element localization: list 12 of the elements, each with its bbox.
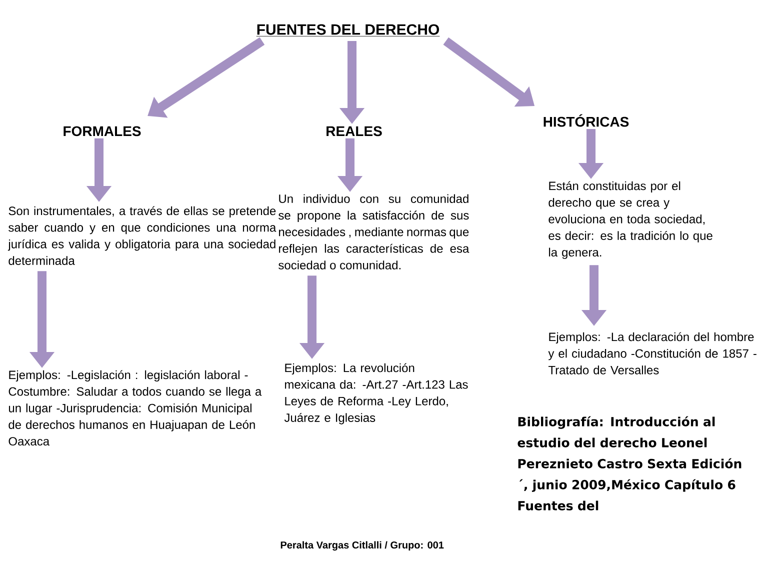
- author-text: Peralta Vargas Citlalli / Grupo: 001: [280, 541, 444, 551]
- category-heading: FORMALES: [64, 126, 141, 136]
- examples-text: Ejemplos: -Legislación : legislación laboral -Costumbre: Saludar a todos cuando se llega a un lugar -Jurisprudencia: Comisión Municipal de derechos humanos en Huajuapan de León Oaxaca: [8, 370, 262, 446]
- category-heading: REALES: [326, 126, 382, 136]
- category-heading: HISTÓRICAS: [544, 114, 629, 127]
- bibliography-text: Bibliografía: Introducción al estudio del derecho Leonel Pereznieto Castro Sexta Edición ´, junio 2009,México Capítulo 6 Fuentes del: [518, 416, 742, 510]
- examples-text: Ejemplos: La revolución mexicana da: -Art.27 -Art.123 Las Leyes de Reforma -Ley Lerdo, Juárez e Iglesias: [284, 363, 468, 424]
- description-text: Son instrumentales, a través de ellas se pretende saber cuando y en que condiciones una norma jurídica es valida y obligatoria para una sociedad determinada: [8, 206, 276, 265]
- title: FUENTES DEL DERECHO: [256, 24, 440, 36]
- examples-text: Ejemplos: -La declaración del hombre y el ciudadano -Constitución de 1857 -Tratado de Versalles: [548, 332, 756, 374]
- description-text: Un individuo con su comunidad se propone la satisfacción de sus necesidades , mediante normas que reflejen las características de esa sociedad o comunidad.: [278, 194, 470, 270]
- description-text: Están constituidas por el derecho que se crea y evoluciona en toda sociedad, es decir: es la tradición lo que la genera.: [548, 181, 712, 259]
